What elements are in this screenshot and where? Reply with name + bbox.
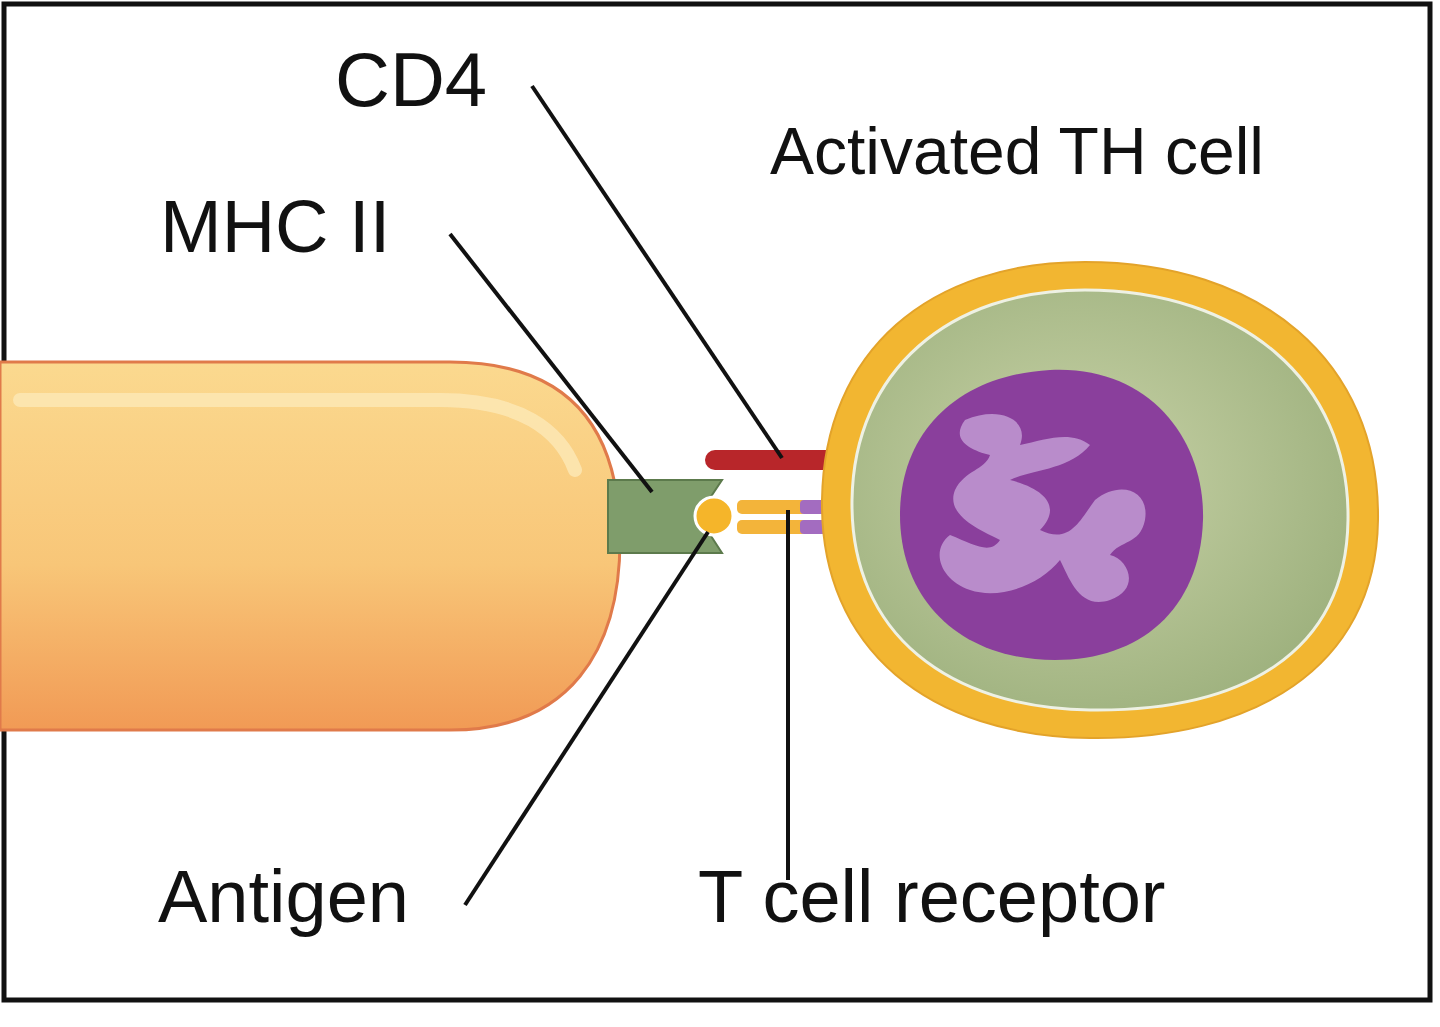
leader-line — [532, 86, 782, 458]
chromatin — [940, 414, 1146, 602]
t-cell-membrane — [822, 262, 1378, 738]
part-label: CD4 — [335, 42, 487, 118]
part-label: T cell receptor — [698, 860, 1166, 934]
presenting-cell — [0, 362, 620, 730]
part-label: Activated TH cell — [770, 118, 1264, 184]
nucleus — [900, 370, 1203, 660]
tcr-chain — [737, 520, 807, 534]
t-cell-cytoplasm — [852, 290, 1348, 710]
cell-highlight — [20, 400, 575, 470]
part-label: MHC II — [160, 190, 390, 264]
leader-line — [450, 234, 652, 492]
tcr-chain — [737, 500, 807, 514]
part-label: Antigen — [158, 860, 409, 934]
leader-line — [465, 532, 708, 905]
leader-line — [786, 510, 790, 880]
antigen-particle — [695, 497, 733, 535]
